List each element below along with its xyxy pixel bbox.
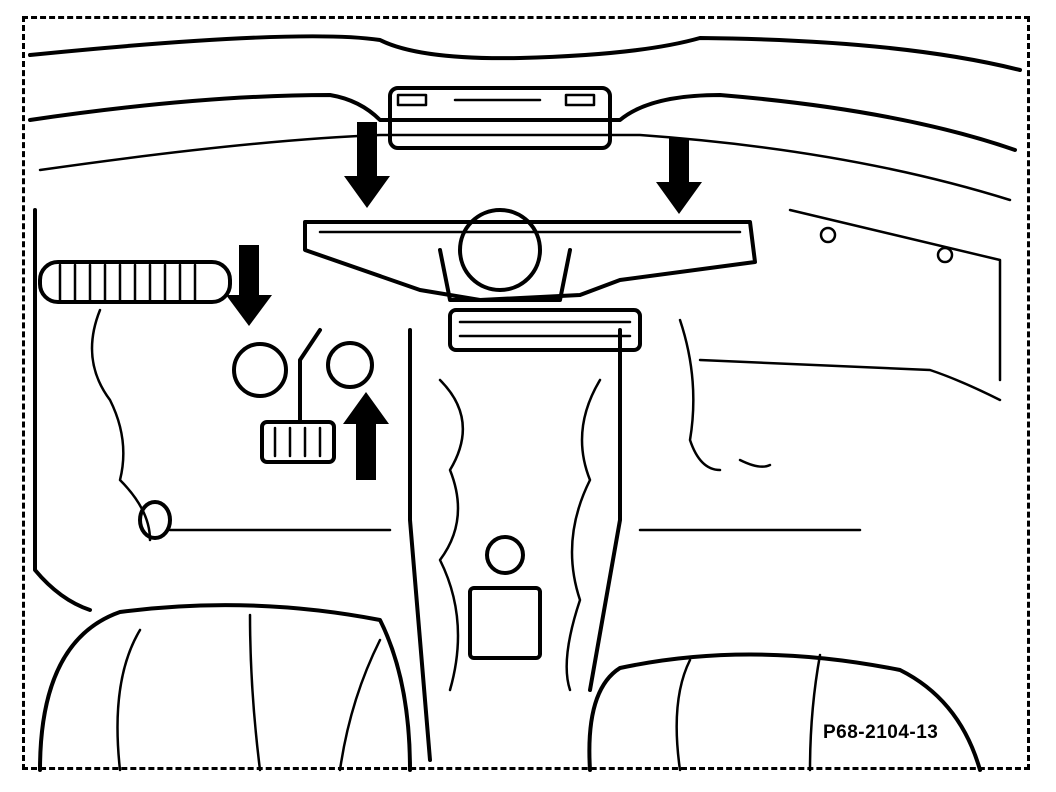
- glovebox-edge: [698, 358, 1002, 402]
- left-dash-side: [33, 208, 92, 612]
- vent-slats: [458, 320, 632, 338]
- up-arrow-icon: [343, 392, 389, 480]
- center-console-left: [408, 328, 432, 762]
- corrugated-hose: [38, 260, 232, 304]
- brake-pedal-ribs: [273, 426, 322, 458]
- shift-knob: [485, 535, 525, 575]
- console-module: [468, 586, 542, 660]
- dash-top-line: [38, 133, 1012, 202]
- right-fastener-1: [819, 226, 837, 244]
- hose-ribs: [58, 263, 197, 302]
- down-arrow-icon: [656, 138, 702, 214]
- console-wiring: [438, 378, 602, 692]
- center-wire-bundle: [326, 341, 374, 389]
- mirror-slot-left: [396, 93, 428, 107]
- right-dash-panel: [788, 208, 1002, 382]
- down-arrow-icon: [226, 245, 272, 326]
- figure-code-label: P68-2104-13: [823, 722, 939, 743]
- left-wire-bundle: [232, 342, 288, 398]
- left-wiring: [90, 308, 152, 542]
- right-wiring: [678, 318, 772, 472]
- dashed-border: [22, 16, 1030, 770]
- down-arrow-icon: [344, 122, 390, 208]
- windshield-frame: [28, 34, 1022, 72]
- column-support: [438, 248, 572, 302]
- center-vent: [448, 308, 642, 352]
- upper-dash-edge: [28, 93, 1017, 152]
- mirror-slot-right: [564, 93, 596, 107]
- center-console-right: [588, 328, 622, 692]
- right-seat-back: [587, 652, 982, 772]
- left-connector: [138, 500, 172, 540]
- cross-member-bar: [303, 220, 757, 302]
- pedal-arm: [298, 328, 322, 422]
- right-seat-lines: [675, 653, 822, 772]
- right-fastener-2: [936, 246, 954, 264]
- steering-hub: [458, 208, 542, 292]
- left-seat-lines: [116, 613, 382, 772]
- left-seat-back: [38, 603, 412, 772]
- mirror-housing: [388, 86, 612, 150]
- brake-pedal: [260, 420, 336, 464]
